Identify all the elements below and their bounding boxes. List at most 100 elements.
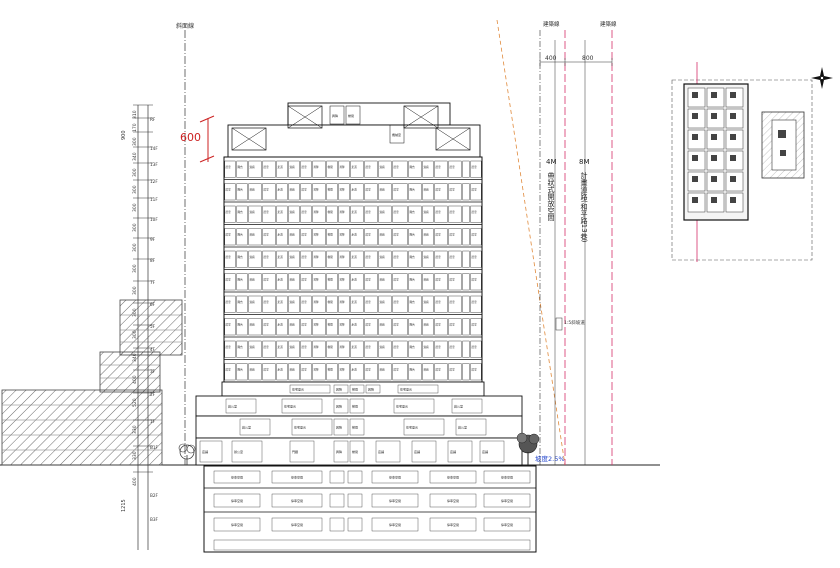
podium-room: [455, 418, 487, 436]
keyplan-fixture: [730, 176, 736, 182]
basement-room-label: 停車空間: [389, 498, 401, 503]
unit-label: 浴廁: [250, 165, 256, 169]
basement-room: [483, 470, 531, 484]
podium-room: [333, 384, 349, 394]
unit-cell: [470, 295, 482, 313]
unit-cell: [236, 318, 248, 336]
keyplan-fixture: [692, 134, 698, 140]
unit-cell: [300, 183, 312, 201]
podium-room: [403, 418, 445, 436]
unit-cell: [338, 318, 350, 336]
unit-label: 陽台: [410, 210, 416, 214]
unit-label: 梯間: [328, 255, 334, 259]
dim-label: 330: [132, 451, 138, 460]
floor-label: 4F: [150, 347, 156, 352]
roof-box-cross: [403, 105, 439, 129]
unit-label: 居室: [394, 188, 400, 192]
podium-room: [451, 398, 483, 414]
dim-label: 300: [132, 168, 138, 177]
unit-cell: [470, 340, 482, 358]
unit-label: 走道: [278, 233, 284, 237]
unit-cell: [378, 273, 392, 291]
keyplan-fixture: [692, 113, 698, 119]
podium-room-label: 昇降: [336, 425, 342, 430]
podium-room: [349, 384, 365, 394]
unit-label: 昇降: [314, 300, 320, 304]
unit-cell: [276, 340, 288, 358]
floor-label: 14F: [150, 146, 158, 151]
dim-label: 340: [132, 353, 138, 362]
unit-label: 浴廁: [250, 368, 256, 372]
podium-room: [479, 440, 505, 463]
unit-cell: [338, 183, 350, 201]
podium-room-label: 昇降: [336, 387, 342, 392]
slope-note-box: [555, 317, 563, 331]
unit-cell: [350, 295, 364, 313]
unit-label: 陽台: [410, 368, 416, 372]
unit-cell: [448, 205, 462, 223]
unit-cell: [350, 250, 364, 268]
unit-cell: [448, 273, 462, 291]
unit-cell: [224, 160, 236, 178]
unit-cell: [470, 183, 482, 201]
unit-cell: [434, 160, 448, 178]
unit-cell: [378, 183, 392, 201]
foundation: [213, 539, 531, 551]
unit-label: 昇降: [314, 255, 320, 259]
basement-outline: [203, 465, 537, 553]
unit-cell: [448, 250, 462, 268]
unit-label: 居室: [366, 300, 372, 304]
unit-cell: [224, 228, 236, 246]
unit-cell: [470, 160, 482, 178]
unit-cell: [462, 295, 470, 313]
unit-cell: [288, 160, 300, 178]
keyplan-fixture: [711, 92, 717, 98]
podium-room-label: 店鋪: [202, 449, 208, 454]
unit-cell: [288, 250, 300, 268]
unit-cell: [392, 295, 408, 313]
unit-label: 居室: [264, 233, 270, 237]
basement-room-label: 停車空間: [231, 475, 243, 480]
unit-cell: [312, 205, 326, 223]
unit-cell: [448, 295, 462, 313]
unit-label: 浴廁: [290, 210, 296, 214]
basement-room-label: 停車空間: [291, 522, 303, 527]
unit-label: 居室: [264, 255, 270, 259]
roof-box-cross: [435, 127, 471, 151]
unit-cell: [300, 318, 312, 336]
unit-label: 居室: [450, 368, 456, 372]
unit-cell: [408, 295, 422, 313]
unit-cell: [364, 160, 378, 178]
unit-label: 浴廁: [380, 233, 386, 237]
unit-label: 居室: [226, 255, 232, 259]
unit-cell: [262, 205, 276, 223]
unit-cell: [408, 318, 422, 336]
unit-label: 浴廁: [424, 188, 430, 192]
unit-label: 居室: [450, 255, 456, 259]
unit-label: 浴廁: [380, 255, 386, 259]
roof-box: [403, 105, 439, 129]
keyplan-fixture: [711, 113, 717, 119]
roof-box: [435, 127, 471, 151]
unit-label: 居室: [450, 233, 456, 237]
basement-room: [213, 517, 261, 532]
unit-label: 走道: [278, 255, 284, 259]
unit-label: 浴廁: [290, 188, 296, 192]
unit-label: 走道: [278, 323, 284, 327]
unit-cell: [378, 363, 392, 381]
unit-cell: [434, 183, 448, 201]
unit-cell: [300, 250, 312, 268]
unit-cell: [262, 160, 276, 178]
unit-cell: [350, 183, 364, 201]
unit-label: 居室: [436, 188, 442, 192]
unit-cell: [378, 318, 392, 336]
unit-cell: [422, 318, 434, 336]
unit-cell: [364, 228, 378, 246]
unit-cell: [338, 295, 350, 313]
unit-cell: [434, 295, 448, 313]
unit-cell: [434, 273, 448, 291]
unit-label: 昇降: [314, 233, 320, 237]
unit-label: 居室: [394, 278, 400, 282]
unit-label: 梯間: [328, 233, 334, 237]
unit-label: 居室: [450, 188, 456, 192]
